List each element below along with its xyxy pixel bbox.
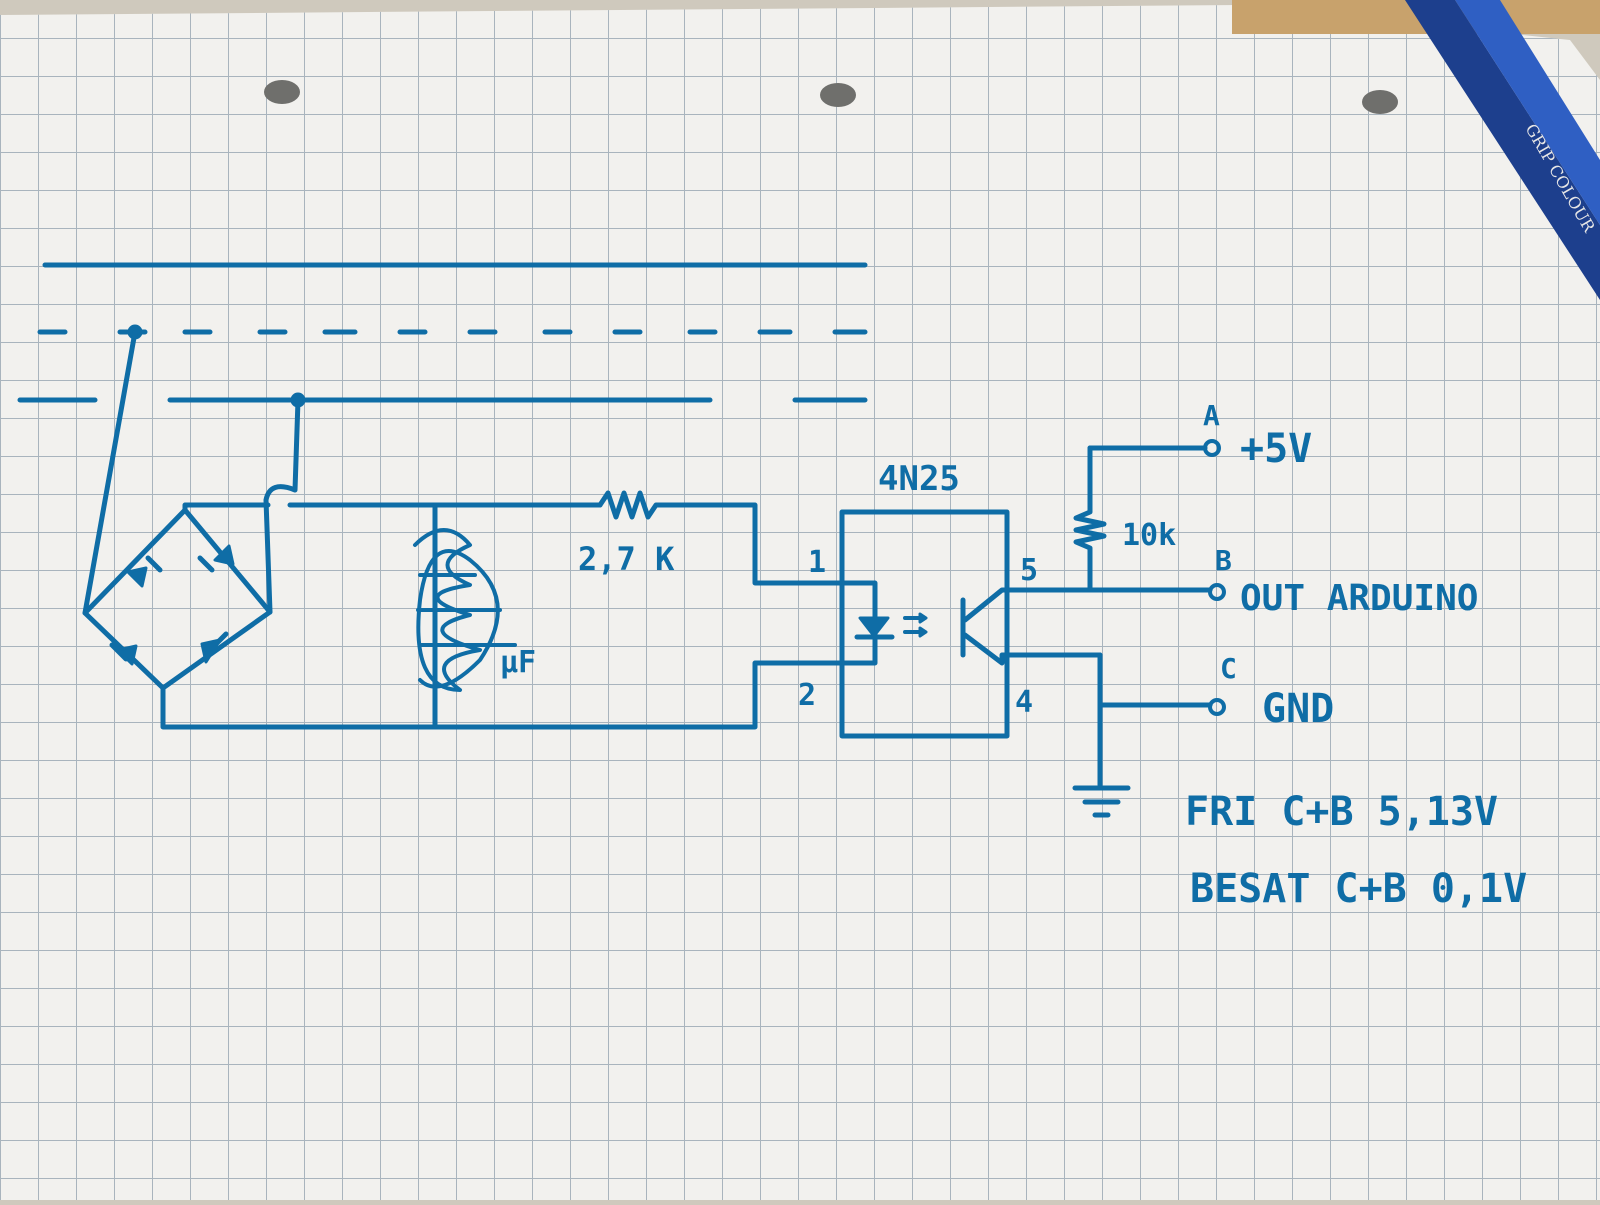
plus5v-label: +5V xyxy=(1240,426,1312,472)
mains-lines xyxy=(17,262,868,408)
gnd-label: GND xyxy=(1262,686,1334,732)
punch-hole xyxy=(1362,90,1398,114)
terminal-c xyxy=(1208,698,1226,716)
pin-4-label: 4 xyxy=(1015,685,1033,720)
ground-symbol xyxy=(1072,785,1131,818)
terminal-c-label: C xyxy=(1220,652,1237,685)
grid-pattern xyxy=(0,5,1600,1200)
resistor-10k-label: 10k xyxy=(1122,518,1176,553)
terminal-b-label: B xyxy=(1215,544,1232,577)
measurement-note-2: BESAT C+B 0,1V xyxy=(1190,866,1527,912)
blue-pencil: GRIP COLOUR xyxy=(1405,0,1600,300)
pin-5-label: 5 xyxy=(1020,553,1038,588)
capacitor: µF xyxy=(413,502,536,730)
bridge-rectifier xyxy=(82,329,843,730)
terminal-b xyxy=(1208,583,1226,601)
optocoupler-4n25: 4N25 1 2 5 4 xyxy=(798,459,1103,739)
terminal-a xyxy=(1203,439,1221,457)
punch-hole xyxy=(820,83,856,107)
terminal-a-label: A xyxy=(1203,399,1220,432)
resistor-2k7: 2,7 K xyxy=(578,490,843,586)
punch-hole xyxy=(264,80,300,104)
pin-1-label: 1 xyxy=(808,545,826,580)
pin-2-label: 2 xyxy=(798,678,816,713)
resistor-2k7-label: 2,7 K xyxy=(578,540,675,578)
out-arduino-label: OUT ARDUINO xyxy=(1240,578,1478,619)
measurement-note-1: FRI C+B 5,13V xyxy=(1185,789,1498,835)
output-stage: A +5V 10k B OUT ARDUINO C GND xyxy=(1072,399,1478,818)
capacitor-label: µF xyxy=(500,645,536,680)
ic-label: 4N25 xyxy=(878,459,960,499)
